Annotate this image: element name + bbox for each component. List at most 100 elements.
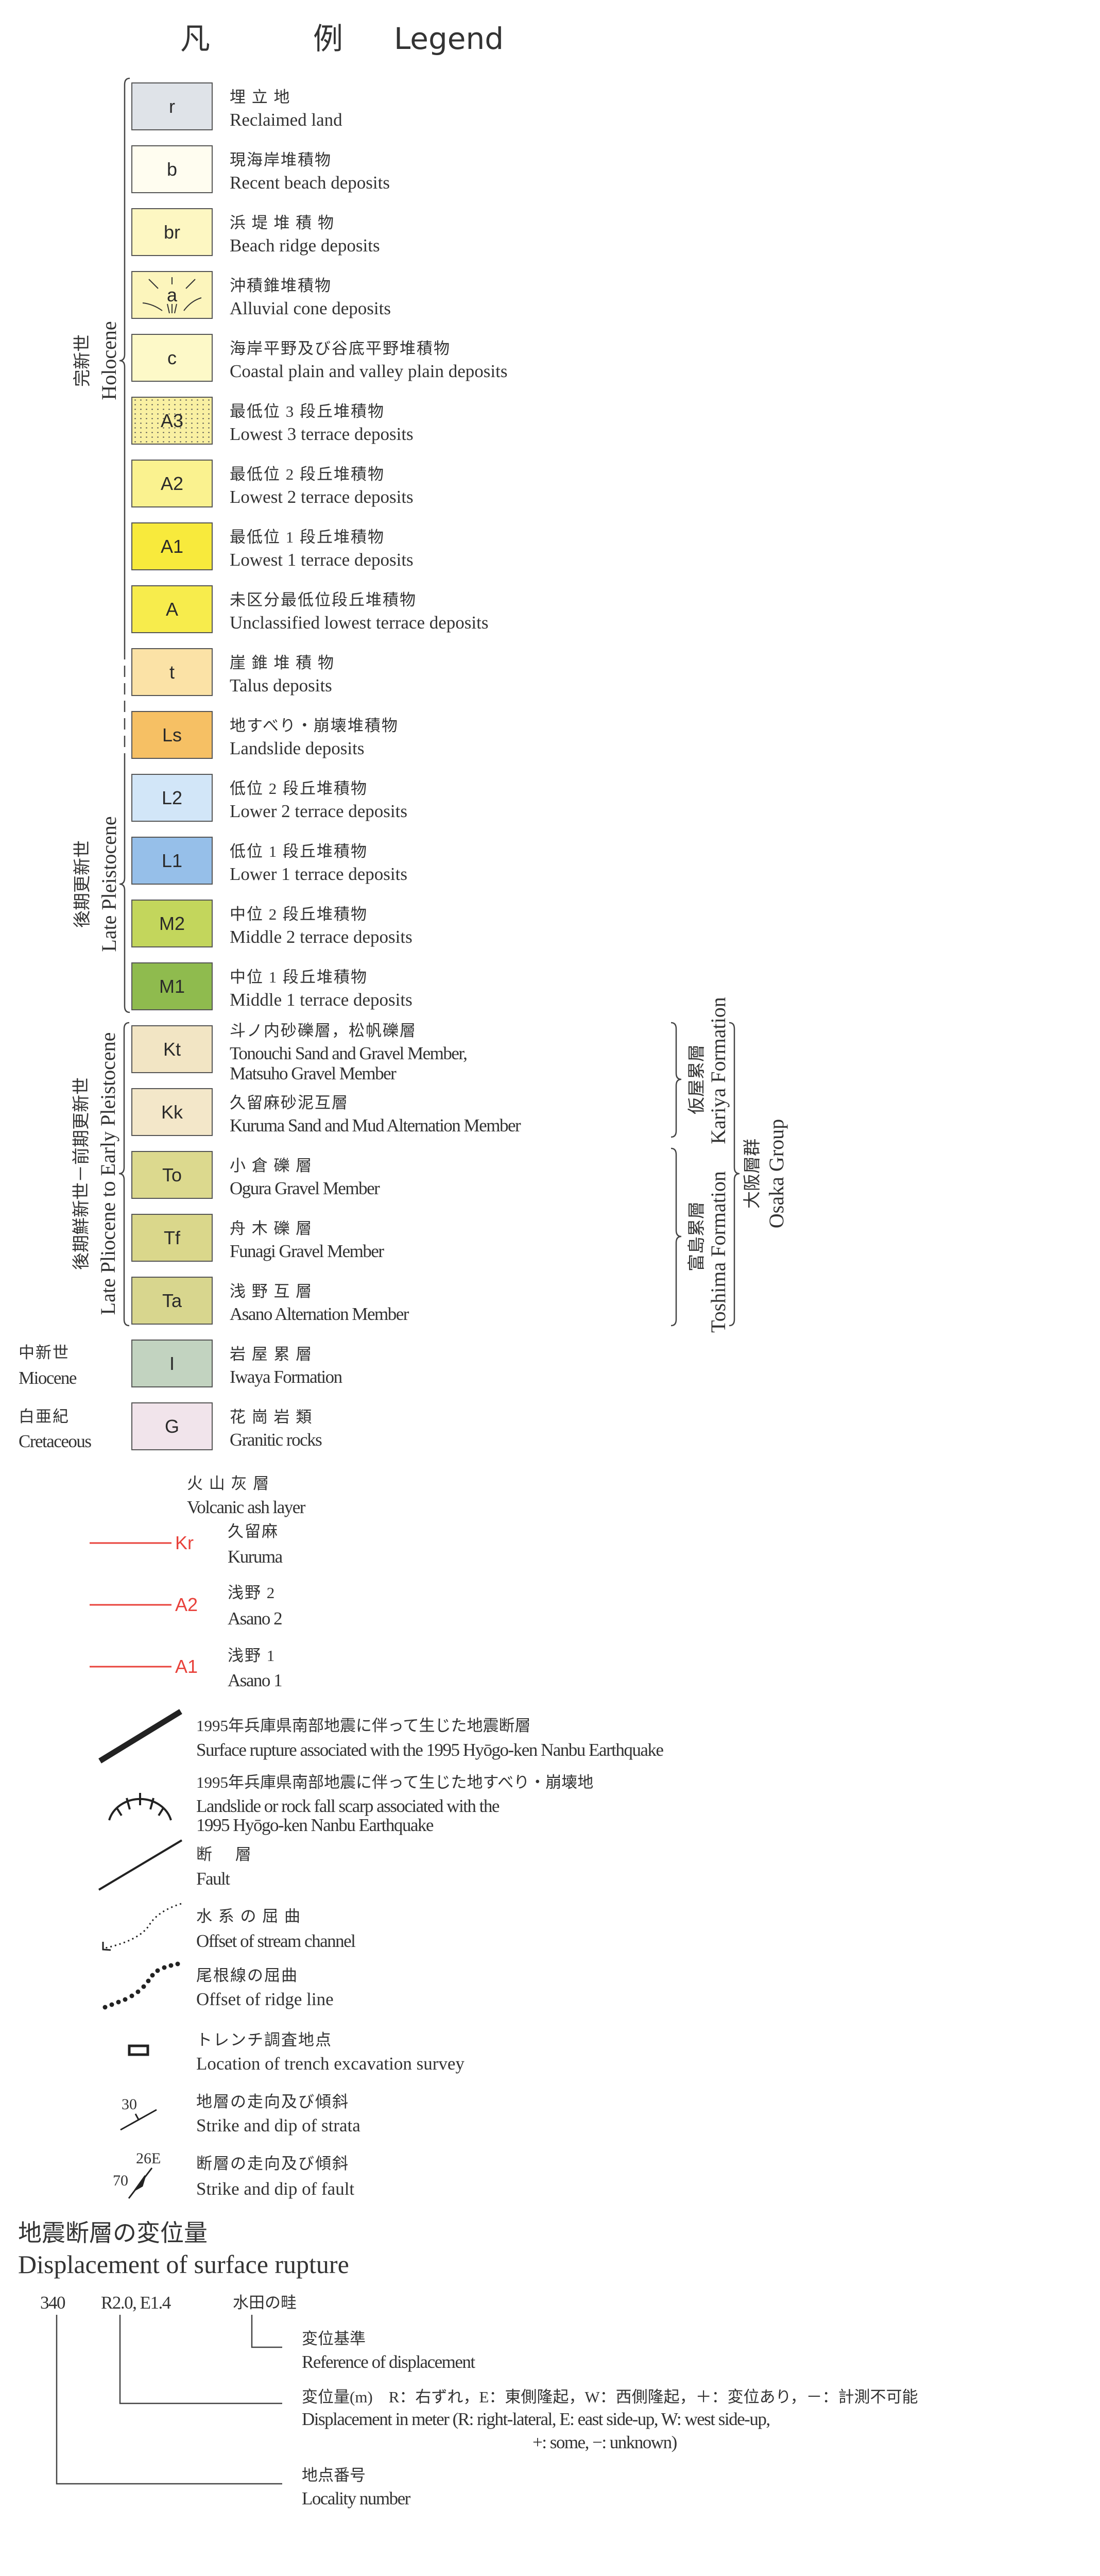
stream-offset-icon	[102, 1903, 182, 1951]
age-label-late-pleistocene-en: Late Pleistocene	[97, 816, 121, 952]
unit-swatch-i: I	[131, 1340, 213, 1387]
ridge-offset-icon	[102, 1961, 180, 2010]
fault-dip-angle: 70	[113, 2172, 128, 2189]
unit-name-jp-kt: 斗ノ内砂礫層，松帆礫層	[230, 1022, 417, 1040]
fault-icon	[98, 1839, 183, 1891]
alluvial-cone-pattern-icon	[142, 277, 202, 314]
unit-name-en-br: Beach ridge deposits	[230, 235, 380, 256]
unit-swatch-br: br	[131, 208, 213, 256]
unit-name-en-m1: Middle 1 terrace deposits	[230, 990, 413, 1010]
unit-code: I	[169, 1352, 175, 1374]
unit-name-jp-a: 未区分最低位段丘堆積物	[230, 591, 417, 609]
ash-label-kr-jp: 久留麻	[228, 1522, 279, 1540]
unit-swatch-c: c	[131, 334, 213, 382]
unit-name-en-m2: Middle 2 terrace deposits	[230, 927, 413, 947]
ash-heading-en: Volcanic ash layer	[187, 1497, 305, 1517]
reference-label-jp: 変位基準	[302, 2330, 366, 2348]
unit-name-en-a1: Lowest 1 terrace deposits	[230, 550, 414, 570]
age-label-cretaceous-jp: 白亜紀	[19, 1408, 70, 1426]
unit-code: Kk	[161, 1101, 183, 1123]
unit-swatch-l2: L2	[131, 774, 213, 822]
unit-name-jp-m1: 中位 1 段丘堆積物	[230, 968, 368, 986]
unit-name-en-a2: Lowest 2 terrace deposits	[230, 487, 414, 507]
symbol-landslide-jp: 1995年兵庫県南部地震に伴って生じた地すべり・崩壊地	[196, 1773, 594, 1791]
symbol-landslide-en: Landslide or rock fall scarp associated …	[196, 1796, 500, 1816]
symbol-strata-jp: 地層の走向及び傾斜	[196, 2093, 349, 2111]
unit-name-jp-ta: 浅 野 互 層	[230, 1282, 313, 1300]
unit-name-en-a3: Lowest 3 terrace deposits	[230, 424, 414, 444]
unit-name-jp-br: 浜 堤 堆 積 物	[230, 214, 335, 232]
amount-label-en: Displacement in meter (R: right-lateral,…	[302, 2409, 770, 2429]
locality-label-jp: 地点番号	[302, 2466, 366, 2484]
unit-name-en-r: Reclaimed land	[230, 110, 342, 130]
symbol-fault-dip-jp: 断層の走向及び傾斜	[196, 2155, 349, 2173]
unit-swatch-t: t	[131, 648, 213, 696]
amount-label-jp: 変位量(m) R：右ずれ，E：東側隆起，W：西側隆起，＋：変位あり，－：計測不可…	[302, 2388, 918, 2406]
unit-swatch-kk: Kk	[131, 1088, 213, 1136]
unit-swatch-ta: Ta	[131, 1277, 213, 1325]
unit-name-jp-b: 現海岸堆積物	[230, 151, 332, 169]
ash-label-a2-jp: 浅野 2	[228, 1584, 276, 1602]
unit-code: Kt	[163, 1038, 181, 1060]
unit-code: Tf	[164, 1227, 180, 1248]
ash-label-a2-en: Asano 2	[228, 1608, 283, 1629]
formation-label-toshima-en: Toshima Formation	[707, 1171, 730, 1333]
symbol-trench-en: Location of trench excavation survey	[196, 2054, 465, 2074]
age-label-miocene-en: Miocene	[19, 1368, 77, 1388]
ash-label-a1-en: Asano 1	[228, 1670, 283, 1690]
unit-code: A3	[160, 410, 184, 431]
unit-code: A	[165, 598, 178, 620]
unit-name-jp-to: 小 倉 礫 層	[230, 1157, 313, 1175]
symbol-stream-en: Offset of stream channel	[196, 1931, 356, 1951]
unit-code: br	[163, 221, 180, 243]
unit-swatch-m1: M1	[131, 962, 213, 1010]
landslide-scarp-icon	[108, 1793, 172, 1821]
unit-swatch-m2: M2	[131, 900, 213, 947]
unit-name-en-ta: Asano Alternation Member	[230, 1304, 409, 1324]
amount-label-en2: +: some, −: unknown)	[532, 2432, 677, 2452]
unit-name-jp-kk: 久留麻砂泥互層	[230, 1094, 349, 1112]
unit-name-jp-i: 岩 屋 累 層	[230, 1345, 313, 1363]
age-label-holocene-en: Holocene	[97, 321, 121, 400]
unit-name-en2-kt: Matsuho Gravel Member	[230, 1063, 397, 1083]
kariya-brace	[671, 1022, 682, 1138]
ash-label-kr-en: Kuruma	[228, 1547, 283, 1567]
displacement-leader-lines	[56, 2315, 282, 2485]
unit-name-en-ls: Landslide deposits	[230, 738, 365, 758]
unit-name-en-kt: Tonouchi Sand and Gravel Member,	[230, 1043, 468, 1063]
unit-name-jp-ls: 地すべり・崩壊堆積物	[230, 717, 399, 735]
unit-swatch-a: a	[131, 271, 213, 319]
symbol-fault-en: Fault	[196, 1869, 230, 1889]
unit-swatch-a2: A2	[131, 460, 213, 507]
symbol-fault-jp: 断 層	[196, 1845, 252, 1863]
example-reference: 水田の畦	[233, 2294, 297, 2312]
late-pleistocene-brace	[119, 760, 130, 1013]
holocene-brace	[119, 77, 130, 648]
toshima-brace	[671, 1147, 682, 1327]
unit-code: To	[162, 1164, 182, 1185]
unit-name-jp-a3: 最低位 3 段丘堆積物	[230, 402, 385, 420]
example-displacement-value: R2.0, E1.4	[101, 2293, 171, 2313]
unit-name-en-g: Granitic rocks	[230, 1430, 322, 1450]
unit-code: L1	[161, 850, 183, 871]
unit-name-en-a: Alluvial cone deposits	[230, 298, 391, 318]
unit-code: M2	[159, 912, 185, 934]
unit-code: M1	[159, 975, 185, 997]
unit-swatch-a1: A1	[131, 522, 213, 570]
unit-code: r	[169, 95, 175, 117]
symbol-strata-en: Strike and dip of strata	[196, 2115, 360, 2136]
symbol-fault-dip-en: Strike and dip of fault	[196, 2179, 355, 2199]
symbol-landslide-en2: 1995 Hyōgo-ken Nanbu Earthquake	[196, 1815, 434, 1835]
surface-rupture-icon	[98, 1709, 182, 1764]
legend-linework	[56, 77, 740, 2485]
strike-dip-fault-icon	[128, 2167, 153, 2199]
unit-code: b	[166, 158, 178, 180]
unit-code: Ta	[162, 1290, 182, 1311]
unit-code: Ls	[162, 724, 182, 745]
unit-swatch-g: G	[131, 1402, 213, 1450]
unit-name-jp-l2: 低位 2 段丘堆積物	[230, 779, 368, 798]
unit-name-en-b: Recent beach deposits	[230, 173, 390, 193]
unit-name-jp-t: 崖 錐 堆 積 物	[230, 654, 335, 672]
unit-name-jp-m2: 中位 2 段丘堆積物	[230, 905, 368, 923]
symbol-ridge-en: Offset of ridge line	[196, 1989, 334, 2009]
